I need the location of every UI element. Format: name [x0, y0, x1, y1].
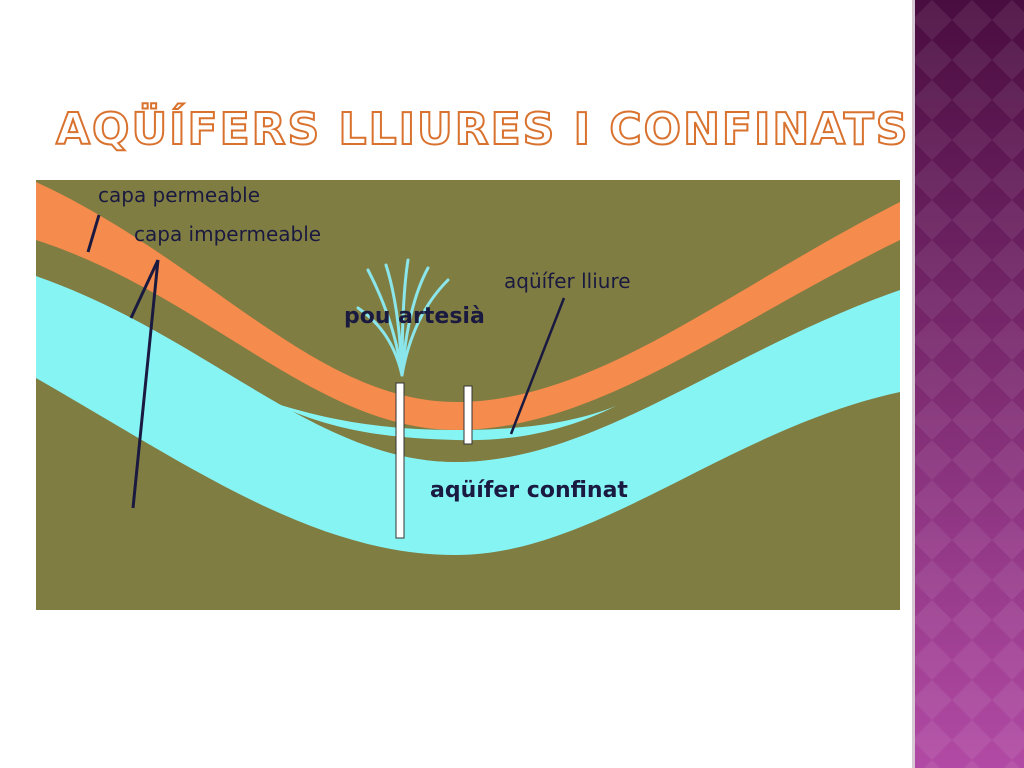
aquifer-diagram-svg: capa permeable capa impermeable pou arte… — [36, 180, 900, 610]
decorative-side-band — [912, 0, 1024, 768]
free-aquifer-water — [271, 402, 616, 441]
label-capa-impermeable: capa impermeable — [134, 222, 321, 246]
label-capa-permeable: capa permeable — [98, 183, 260, 207]
label-aquifer-confinat: aqüífer confinat — [430, 478, 628, 503]
artesian-fountain — [356, 258, 450, 377]
slide-title: Aqüífers lliures i confinats — [55, 103, 910, 156]
free-aquifer-well-pipe — [463, 385, 473, 445]
label-aquifer-lliure: aqüífer lliure — [504, 269, 631, 293]
permeable-pointer-line — [86, 214, 101, 253]
impermeable-pointer-line — [129, 259, 160, 319]
label-pou-artesia: pou artesià — [344, 304, 485, 329]
middle-impermeable-layer — [36, 220, 900, 462]
side-band-pattern — [912, 0, 1024, 768]
permeable-layer — [36, 182, 900, 430]
confined-aquifer-band — [36, 276, 900, 555]
free-aquifer-pointer-line — [509, 297, 566, 435]
impermeable-pointer-line-long — [131, 259, 160, 509]
artesian-well-pipe — [395, 382, 405, 539]
aquifer-diagram: capa permeable capa impermeable pou arte… — [36, 180, 900, 610]
